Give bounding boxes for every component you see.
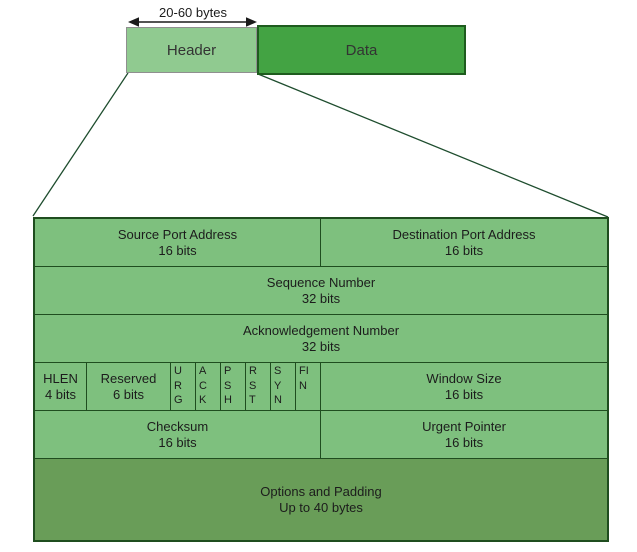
field-size: 16 bits xyxy=(444,386,484,402)
table-row-checksum: Checksum 16 bits Urgent Pointer 16 bits xyxy=(35,411,607,459)
flag-label: PSH xyxy=(224,365,232,406)
field-window-size: Window Size 16 bits xyxy=(321,363,607,410)
field-flag-rst: RST xyxy=(246,363,271,410)
field-flag-syn: SYN xyxy=(271,363,296,410)
flag-label: FIN xyxy=(299,365,309,392)
field-title: HLEN xyxy=(43,370,78,386)
field-size: 4 bits xyxy=(44,386,77,402)
field-size: 32 bits xyxy=(301,290,341,306)
field-size: Up to 40 bytes xyxy=(279,499,363,515)
flag-label: SYN xyxy=(274,365,282,406)
field-options-padding: Options and Padding Up to 40 bytes xyxy=(35,459,607,540)
field-size: 6 bits xyxy=(112,386,145,402)
field-destination-port: Destination Port Address 16 bits xyxy=(321,219,607,266)
table-row-sequence: Sequence Number 32 bits xyxy=(35,267,607,315)
field-flag-ack: ACK xyxy=(196,363,221,410)
expansion-line-right xyxy=(257,73,609,218)
header-box-label: Header xyxy=(166,41,217,59)
table-row-ports: Source Port Address 16 bits Destination … xyxy=(35,219,607,267)
data-box-label: Data xyxy=(345,41,378,59)
field-acknowledgement-number: Acknowledgement Number 32 bits xyxy=(35,315,607,362)
field-hlen: HLEN 4 bits xyxy=(35,363,87,410)
field-size: 16 bits xyxy=(444,434,484,450)
field-title: Acknowledgement Number xyxy=(242,322,400,338)
field-title: Reserved xyxy=(100,370,157,386)
size-annotation: 20-60 bytes xyxy=(159,5,227,20)
tcp-header-table: Source Port Address 16 bits Destination … xyxy=(33,217,609,542)
field-title: Destination Port Address xyxy=(392,226,536,242)
field-title: Window Size xyxy=(426,370,502,386)
field-size: 16 bits xyxy=(158,242,197,258)
size-arrow-left-head-icon xyxy=(128,17,139,27)
table-row-options: Options and Padding Up to 40 bytes xyxy=(35,459,607,540)
field-title: Source Port Address xyxy=(117,226,238,242)
field-title: Sequence Number xyxy=(266,274,376,290)
field-sequence-number: Sequence Number 32 bits xyxy=(35,267,607,314)
field-title: Options and Padding xyxy=(260,483,382,499)
field-size: 32 bits xyxy=(301,338,341,354)
field-title: Urgent Pointer xyxy=(422,418,506,434)
header-box: Header xyxy=(126,27,257,73)
field-source-port: Source Port Address 16 bits xyxy=(35,219,321,266)
flag-label: RST xyxy=(249,365,257,406)
data-box: Data xyxy=(257,25,466,75)
flag-label: ACK xyxy=(199,365,207,406)
table-row-acknowledgement: Acknowledgement Number 32 bits xyxy=(35,315,607,363)
field-size: 16 bits xyxy=(444,242,484,258)
field-checksum: Checksum 16 bits xyxy=(35,411,321,458)
field-flag-urg: URG xyxy=(171,363,196,410)
field-urgent-pointer: Urgent Pointer 16 bits xyxy=(321,411,607,458)
table-row-flags: HLEN 4 bits Reserved 6 bits URG ACK PSH … xyxy=(35,363,607,411)
field-reserved: Reserved 6 bits xyxy=(87,363,171,410)
expansion-line-left xyxy=(32,72,129,217)
field-title: Checksum xyxy=(146,418,209,434)
size-arrow-right-head-icon xyxy=(246,17,257,27)
field-flag-fin: FIN xyxy=(296,363,321,410)
flag-label: URG xyxy=(174,365,183,406)
field-size: 16 bits xyxy=(158,434,197,450)
field-flag-psh: PSH xyxy=(221,363,246,410)
